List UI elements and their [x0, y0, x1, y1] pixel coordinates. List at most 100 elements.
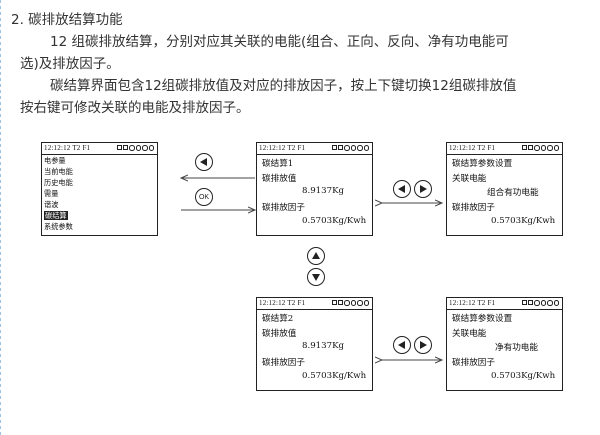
square-icon — [117, 145, 122, 150]
energy-value[interactable]: 净有功电能 — [495, 343, 538, 353]
factor-value: 0.5703Kg/Kwh — [302, 216, 367, 226]
square-icon — [332, 145, 337, 150]
circle-icon — [547, 300, 553, 306]
square-icon — [528, 145, 533, 150]
menu-item[interactable]: 谐波 — [44, 200, 59, 209]
factor-value[interactable]: 0.5703Kg/Kwh — [491, 371, 556, 381]
carbon-screen-1: 12:12:12 T2 F1 碳结算1 碳排放值 8.9137Kg 碳排放因子 … — [256, 142, 373, 236]
left-triangle-icon — [200, 158, 207, 166]
square-icon — [528, 300, 533, 305]
circle-icon — [350, 145, 356, 151]
menu-item[interactable]: 电参量 — [44, 156, 66, 165]
right-triangle-icon — [420, 341, 427, 349]
factor-label: 碳排放因子 — [262, 358, 305, 368]
square-icon — [338, 300, 343, 305]
up-triangle-icon — [312, 252, 320, 259]
status-divider — [257, 309, 372, 310]
right-button[interactable] — [414, 336, 432, 354]
circle-icon — [344, 145, 350, 151]
circle-icon — [534, 300, 540, 306]
paragraph-2-line-1: 碳结算界面包含12组碳排放值及对应的排放因子，按上下键切换12组碳排放值 — [50, 78, 517, 94]
left-button[interactable] — [393, 336, 411, 354]
left-dotted-rule — [0, 0, 1, 435]
circle-icon — [540, 145, 546, 151]
menu-item[interactable]: 系统参数 — [44, 222, 73, 231]
status-icons — [117, 145, 154, 151]
screen-title: 碳结算2 — [262, 314, 294, 324]
left-button[interactable] — [393, 180, 411, 198]
section-heading: 2. 碳排放结算功能 — [11, 12, 123, 28]
right-triangle-icon — [420, 185, 427, 193]
menu-screen: 12:12:12 T2 F1 电参量 当前电能 历史电能 需量 谐波 碳结算 系… — [41, 142, 158, 236]
circle-icon — [142, 145, 148, 151]
circle-icon — [547, 145, 553, 151]
factor-label: 碳排放因子 — [452, 203, 495, 213]
status-bar-time: 12:12:12 T2 F1 — [259, 144, 306, 152]
menu-item[interactable]: 需量 — [44, 189, 59, 198]
left-button[interactable] — [195, 153, 213, 171]
circle-icon — [553, 300, 559, 306]
circle-icon — [135, 145, 141, 151]
emission-value: 8.9137Kg — [302, 186, 344, 196]
square-icon — [123, 145, 128, 150]
left-triangle-icon — [398, 185, 405, 193]
factor-label: 碳排放因子 — [452, 358, 495, 368]
circle-icon — [534, 145, 540, 151]
circle-icon — [129, 145, 135, 151]
param-screen-2: 12:12:12 T2 F1 碳结算参数设置 关联电能 净有功电能 碳排放因子 … — [446, 297, 563, 391]
status-icons — [522, 300, 559, 306]
param-screen-1: 12:12:12 T2 F1 碳结算参数设置 关联电能 组合有功电能 碳排放因子… — [446, 142, 563, 236]
status-bar-time: 12:12:12 T2 F1 — [449, 144, 496, 152]
circle-icon — [363, 300, 369, 306]
energy-label: 关联电能 — [452, 174, 487, 184]
carbon-screen-2: 12:12:12 T2 F1 碳结算2 碳排放值 8.9137Kg 碳排放因子 … — [256, 297, 373, 391]
status-divider — [447, 154, 562, 155]
screen-title: 碳结算1 — [262, 159, 294, 169]
status-icons — [332, 300, 369, 306]
menu-item[interactable]: 当前电能 — [44, 167, 73, 176]
circle-icon — [553, 145, 559, 151]
right-button[interactable] — [414, 180, 432, 198]
status-icons — [332, 145, 369, 151]
status-divider — [42, 154, 157, 155]
ok-label: OK — [198, 193, 210, 201]
up-button[interactable] — [307, 247, 325, 265]
square-icon — [522, 145, 527, 150]
down-button[interactable] — [307, 268, 325, 286]
square-icon — [332, 300, 337, 305]
square-icon — [338, 145, 343, 150]
status-icons — [522, 145, 559, 151]
menu-item[interactable]: 历史电能 — [44, 178, 73, 187]
down-triangle-icon — [312, 274, 320, 281]
left-triangle-icon — [398, 341, 405, 349]
paragraph-1: 12 组碳排放结算，分别对应其关联的电能(组合、正向、反向、净有功电能可 选)及… — [20, 31, 595, 75]
emission-value: 8.9137Kg — [302, 341, 344, 351]
menu-item-selected[interactable]: 碳结算 — [44, 211, 68, 220]
paragraph-2: 碳结算界面包含12组碳排放值及对应的排放因子，按上下键切换12组碳排放值 按右键… — [20, 75, 595, 119]
energy-label: 关联电能 — [452, 329, 487, 339]
emission-label: 碳排放值 — [262, 174, 297, 184]
circle-icon — [344, 300, 350, 306]
circle-icon — [350, 300, 356, 306]
status-bar-time: 12:12:12 T2 F1 — [259, 299, 306, 307]
circle-icon — [363, 145, 369, 151]
factor-value: 0.5703Kg/Kwh — [302, 371, 367, 381]
screen-title: 碳结算参数设置 — [452, 314, 513, 324]
paragraph-2-line-2: 按右键可修改关联的电能及排放因子。 — [20, 100, 250, 116]
paragraph-1-line-1: 12 组碳排放结算，分别对应其关联的电能(组合、正向、反向、净有功电能可 — [50, 34, 509, 50]
status-bar-time: 12:12:12 T2 F1 — [44, 144, 91, 152]
factor-label: 碳排放因子 — [262, 203, 305, 213]
factor-value[interactable]: 0.5703Kg/Kwh — [491, 216, 556, 226]
circle-icon — [357, 145, 363, 151]
energy-value[interactable]: 组合有功电能 — [487, 188, 539, 198]
status-divider — [447, 309, 562, 310]
circle-icon — [357, 300, 363, 306]
status-bar-time: 12:12:12 T2 F1 — [449, 299, 496, 307]
square-icon — [522, 300, 527, 305]
screen-title: 碳结算参数设置 — [452, 159, 513, 169]
paragraph-1-line-2: 选)及排放因子。 — [20, 56, 120, 72]
circle-icon — [540, 300, 546, 306]
status-divider — [257, 154, 372, 155]
ok-button[interactable]: OK — [195, 188, 213, 206]
